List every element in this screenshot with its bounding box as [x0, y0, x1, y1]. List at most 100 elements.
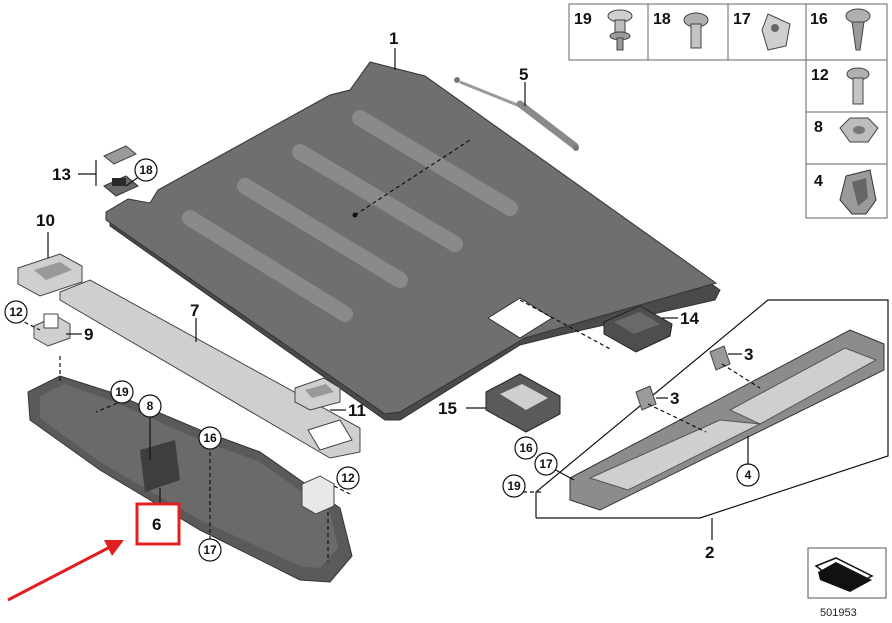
strut-end-a [454, 77, 460, 83]
callout-labels: 1 5 13 10 7 9 11 15 14 3 3 2 [36, 29, 753, 562]
clip-9 [33, 313, 71, 347]
bracket-13 [103, 145, 139, 197]
sill-trim-plate-b [728, 347, 878, 425]
cover-14 [603, 305, 673, 353]
label-15: 15 [438, 399, 457, 418]
cover-14-face [614, 312, 660, 334]
label-13: 13 [52, 165, 71, 184]
floor-panel [105, 61, 721, 421]
circle-17b-text: 17 [539, 457, 553, 471]
strut-body [516, 100, 579, 150]
circle-4 [736, 463, 760, 487]
circle-8-text: 8 [147, 399, 154, 413]
floor-rib-1 [352, 110, 518, 216]
label-1: 1 [389, 29, 398, 48]
trim-10-recess [34, 262, 72, 280]
clip-4-icon [839, 169, 877, 215]
floor-panel-dot [352, 212, 358, 218]
circle-12b [336, 466, 360, 490]
frame-15 [485, 373, 561, 433]
circle-16b [514, 436, 538, 460]
floor-panel-ribs [182, 110, 518, 322]
floor-panel-top [105, 61, 718, 415]
hex-nut-8-icon [839, 117, 879, 143]
leader-19a [95, 397, 131, 413]
hardware-grid: 19 18 17 16 12 8 4 [568, 3, 888, 219]
screw-16-icon [845, 8, 871, 51]
circle-16a [198, 426, 222, 450]
grid-label-18: 18 [653, 11, 671, 28]
circle-12a [4, 300, 28, 324]
floor-panel-dashed-leader [354, 139, 471, 216]
label-3a: 3 [670, 389, 679, 408]
clip-3b-dash [721, 363, 761, 389]
floor-rib-2 [292, 144, 463, 252]
label-3b: 3 [744, 345, 753, 364]
highlight-part-6: 6 [135, 502, 181, 546]
label-10: 10 [36, 211, 55, 230]
orientation-arrow-shadow [818, 562, 872, 592]
circle-17b [534, 452, 558, 476]
grid-label-4: 4 [814, 173, 823, 190]
screw-18-icon [683, 12, 709, 49]
circle-4-text: 4 [745, 468, 752, 482]
circled-callouts [4, 158, 760, 562]
frame-15-window [500, 384, 548, 410]
red-arrow-head [104, 540, 124, 556]
circle-16a-text: 16 [203, 431, 217, 445]
circle-19a [110, 380, 134, 404]
circle-17a-text: 17 [203, 543, 217, 557]
floor-rib-4 [182, 210, 353, 322]
assembly-2-outline [535, 299, 889, 519]
label-9: 9 [84, 325, 93, 344]
circled-callout-text: 18 12 19 8 16 17 12 16 17 19 4 [9, 163, 751, 557]
gas-strut [454, 77, 579, 151]
red-arrow-shaft [7, 544, 113, 602]
clip-12-body [301, 475, 335, 515]
trim-10 [17, 253, 83, 297]
circle-18 [134, 158, 158, 182]
label-11: 11 [348, 401, 366, 420]
trim-11 [294, 377, 341, 411]
circle-8 [138, 394, 162, 418]
clip-3a-dash [647, 403, 707, 433]
circle-12b-text: 12 [341, 471, 355, 485]
clip-3b [709, 345, 731, 371]
circle-12a-text: 12 [9, 305, 23, 319]
floor-rib-3 [237, 178, 408, 288]
label-14: 14 [680, 309, 699, 328]
clip-3a [635, 385, 657, 411]
sill-trim-assembly [535, 299, 889, 519]
label-5: 5 [519, 65, 528, 84]
grid-label-17: 17 [733, 11, 751, 28]
circle-19b-text: 19 [507, 479, 521, 493]
trim-strip-7 [59, 279, 361, 459]
carrier-6-face [40, 384, 338, 568]
grid-label-8: 8 [814, 119, 823, 136]
label-2: 2 [705, 543, 714, 562]
bracket-13-clip [112, 178, 126, 186]
reference-number: 501953 [820, 607, 857, 619]
bolt-12-icon [846, 67, 870, 105]
trim-strip-7-slot [307, 419, 353, 451]
grid-label-19: 19 [574, 11, 592, 28]
circle-16b-text: 16 [519, 441, 533, 455]
clip-9-loop [43, 313, 59, 329]
grid-label-16: 16 [810, 11, 828, 28]
circle-19a-text: 19 [115, 385, 129, 399]
leader-12a [11, 315, 41, 331]
leader-12b [333, 485, 351, 495]
grid-label-12: 12 [811, 67, 829, 84]
carrier-6 [27, 356, 353, 583]
trim-strip-7-body [59, 279, 361, 459]
bracket-13-cap [103, 145, 137, 165]
label-7: 7 [190, 301, 199, 320]
circle-18-text: 18 [139, 163, 153, 177]
orientation-badge: 501953 [807, 547, 887, 619]
label-6: 6 [152, 515, 161, 534]
red-arrow [7, 540, 124, 602]
push-rivet-icon [607, 9, 633, 51]
strut-end-b [573, 145, 579, 151]
